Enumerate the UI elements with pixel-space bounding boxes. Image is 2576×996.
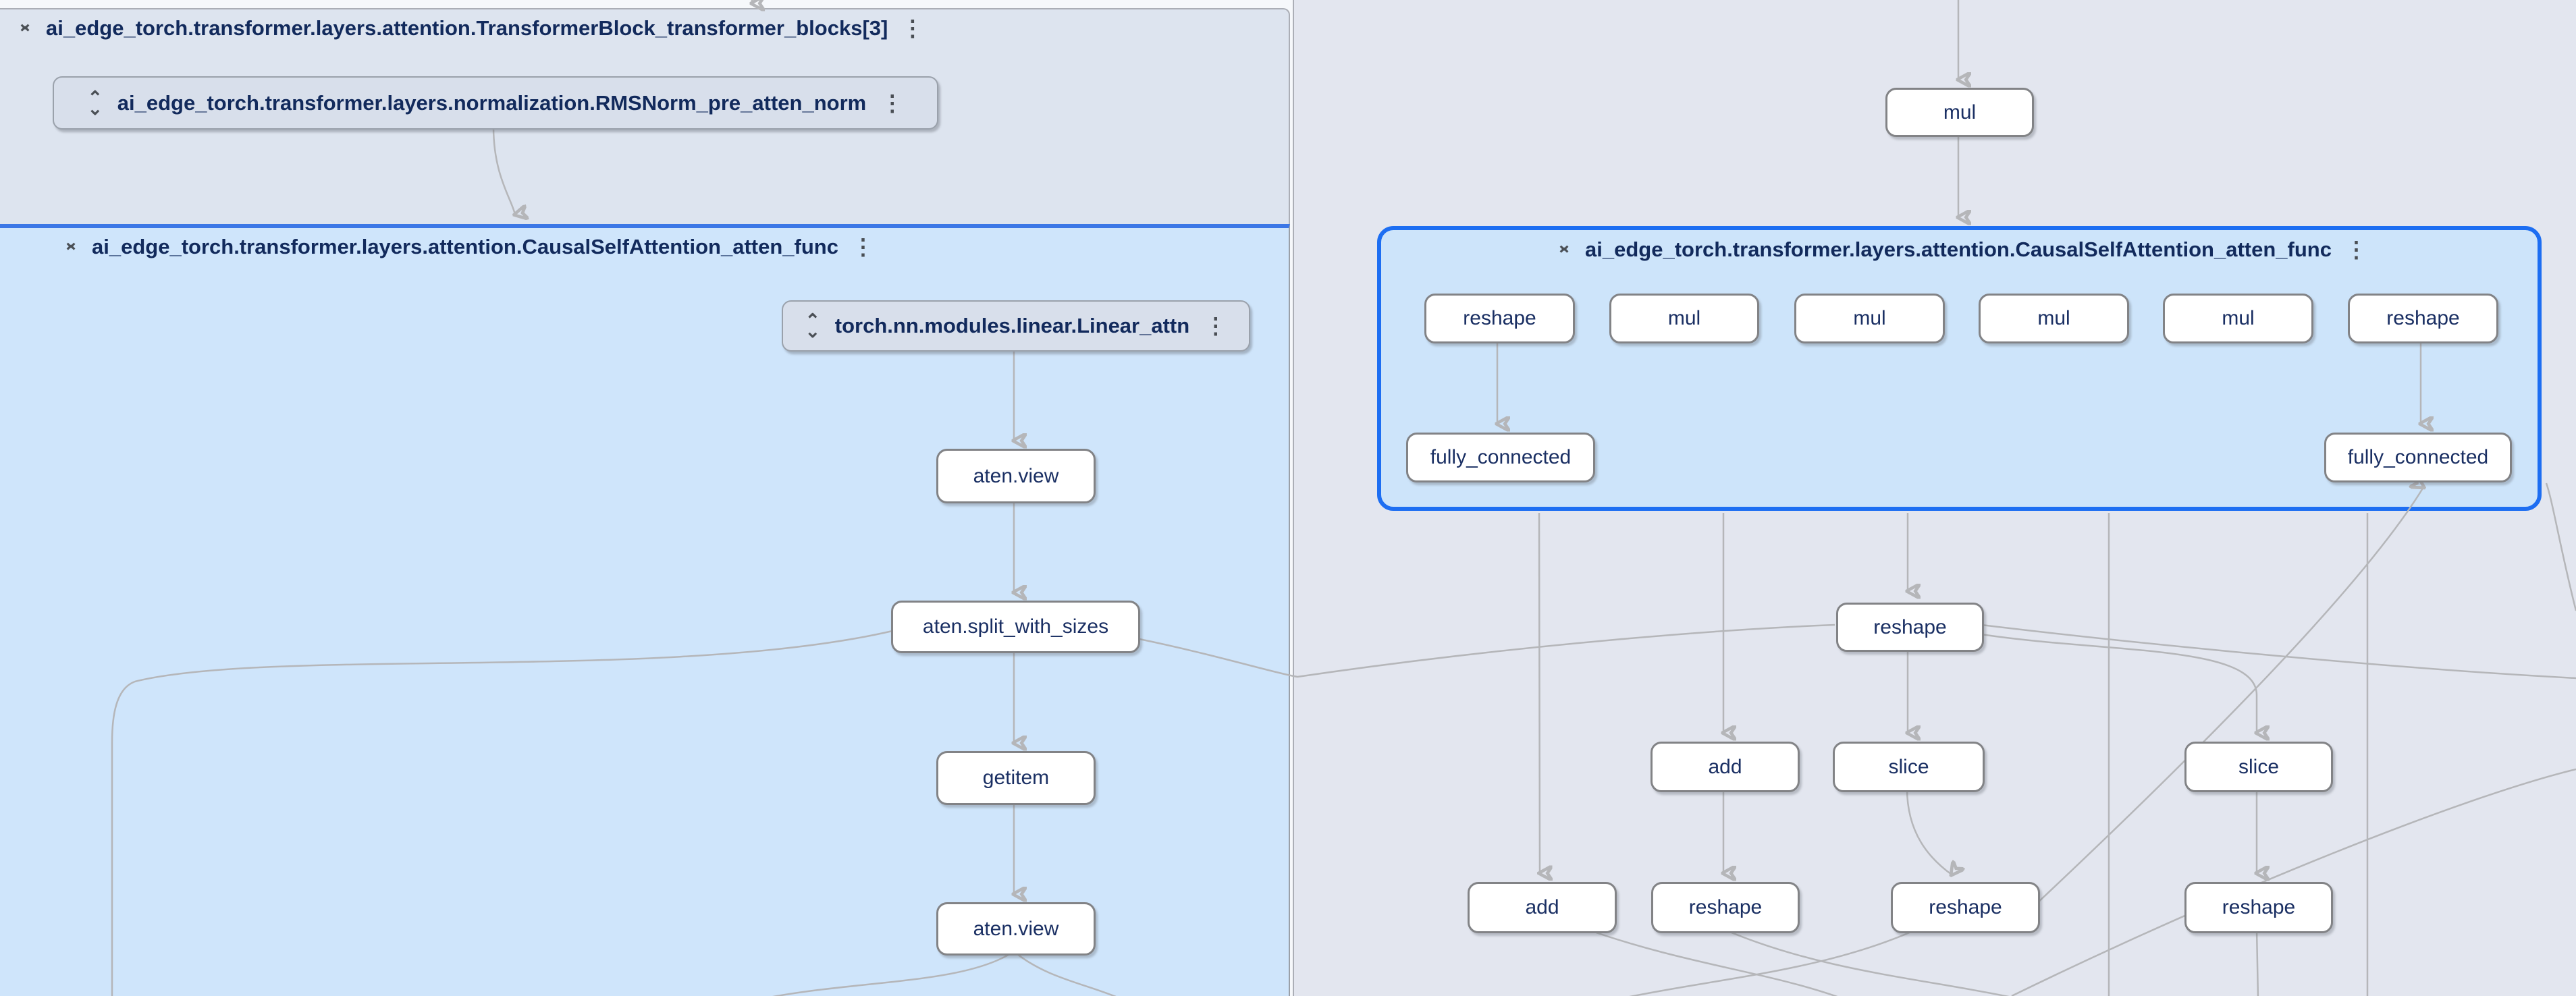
unfold-less-icon[interactable]: ⌄ ⌃ (1553, 234, 1576, 265)
overflow-menu-icon[interactable]: ⋮ (851, 234, 874, 259)
rms-norm-layer-node[interactable]: ⌃ ⌄ ai_edge_torch.transformer.layers.nor… (53, 76, 938, 130)
chevron-up-icon: ⌃ (17, 24, 33, 44)
op-node-fully-connected-2[interactable]: fully_connected (2324, 433, 2512, 482)
op-node-mul-r1[interactable]: mul (1609, 294, 1759, 343)
op-node-reshape-b1[interactable]: reshape (1651, 882, 1800, 933)
unfold-less-icon[interactable]: ⌄ ⌃ (59, 231, 82, 262)
op-node-reshape-mid[interactable]: reshape (1836, 603, 1984, 652)
chevron-up-icon: ⌃ (63, 242, 79, 262)
op-node-reshape-b3[interactable]: reshape (2184, 882, 2333, 933)
overflow-menu-icon[interactable]: ⋮ (881, 90, 904, 115)
right-attention-title: ai_edge_torch.transformer.layers.attenti… (1585, 238, 2332, 261)
op-node-slice-2[interactable]: slice (2184, 742, 2333, 792)
op-node-mul-r4[interactable]: mul (2163, 294, 2313, 343)
op-node-aten-view-2[interactable]: aten.view (936, 902, 1096, 956)
chevron-down-icon: ⌄ (63, 231, 79, 252)
chevron-down-icon: ⌄ (1556, 234, 1572, 254)
transformer-block-title: ai_edge_torch.transformer.layers.attenti… (46, 16, 888, 40)
op-node-mul-r2[interactable]: mul (1794, 294, 1945, 343)
op-node-fully-connected-1[interactable]: fully_connected (1406, 433, 1595, 482)
chevron-up-icon: ⌃ (87, 87, 103, 108)
unfold-more-icon[interactable]: ⌃ ⌄ (84, 87, 107, 119)
overflow-menu-icon[interactable]: ⋮ (901, 16, 924, 40)
chevron-up-icon: ⌃ (805, 310, 821, 331)
chevron-down-icon: ⌄ (805, 321, 821, 341)
op-node-aten-view-1[interactable]: aten.view (936, 449, 1096, 503)
op-node-reshape-r2[interactable]: reshape (2348, 294, 2498, 343)
linear-attn-layer-node[interactable]: ⌃ ⌄ torch.nn.modules.linear.Linear_attn … (782, 300, 1250, 352)
unfold-more-icon[interactable]: ⌃ ⌄ (801, 310, 824, 341)
op-node-slice-1[interactable]: slice (1833, 742, 1985, 792)
op-node-mul-r3[interactable]: mul (1979, 294, 2129, 343)
unfold-less-icon[interactable]: ⌄ ⌃ (14, 13, 36, 44)
left-attention-title: ai_edge_torch.transformer.layers.attenti… (92, 235, 838, 258)
op-node-add-1[interactable]: add (1651, 742, 1800, 792)
overflow-menu-icon[interactable]: ⋮ (2344, 237, 2367, 262)
rms-norm-label: ai_edge_torch.transformer.layers.normali… (117, 90, 867, 115)
op-node-reshape-b2[interactable]: reshape (1891, 882, 2040, 933)
chevron-down-icon: ⌄ (17, 13, 33, 33)
op-node-add-2[interactable]: add (1468, 882, 1617, 933)
op-node-reshape-r1[interactable]: reshape (1424, 294, 1575, 343)
op-node-aten-split-with-sizes[interactable]: aten.split_with_sizes (891, 601, 1140, 653)
linear-attn-label: torch.nn.modules.linear.Linear_attn (834, 314, 1190, 337)
transformer-block-header: ⌄ ⌃ ai_edge_torch.transformer.layers.att… (14, 13, 928, 44)
chevron-up-icon: ⌃ (1556, 245, 1572, 265)
overflow-menu-icon[interactable]: ⋮ (1204, 313, 1227, 338)
op-node-getitem[interactable]: getitem (936, 751, 1096, 805)
chevron-down-icon: ⌄ (87, 98, 103, 119)
left-attention-header: ⌄ ⌃ ai_edge_torch.transformer.layers.att… (59, 231, 878, 262)
right-attention-header: ⌄ ⌃ ai_edge_torch.transformer.layers.att… (1553, 234, 2371, 265)
op-node-mul-top[interactable]: mul (1885, 88, 2034, 137)
